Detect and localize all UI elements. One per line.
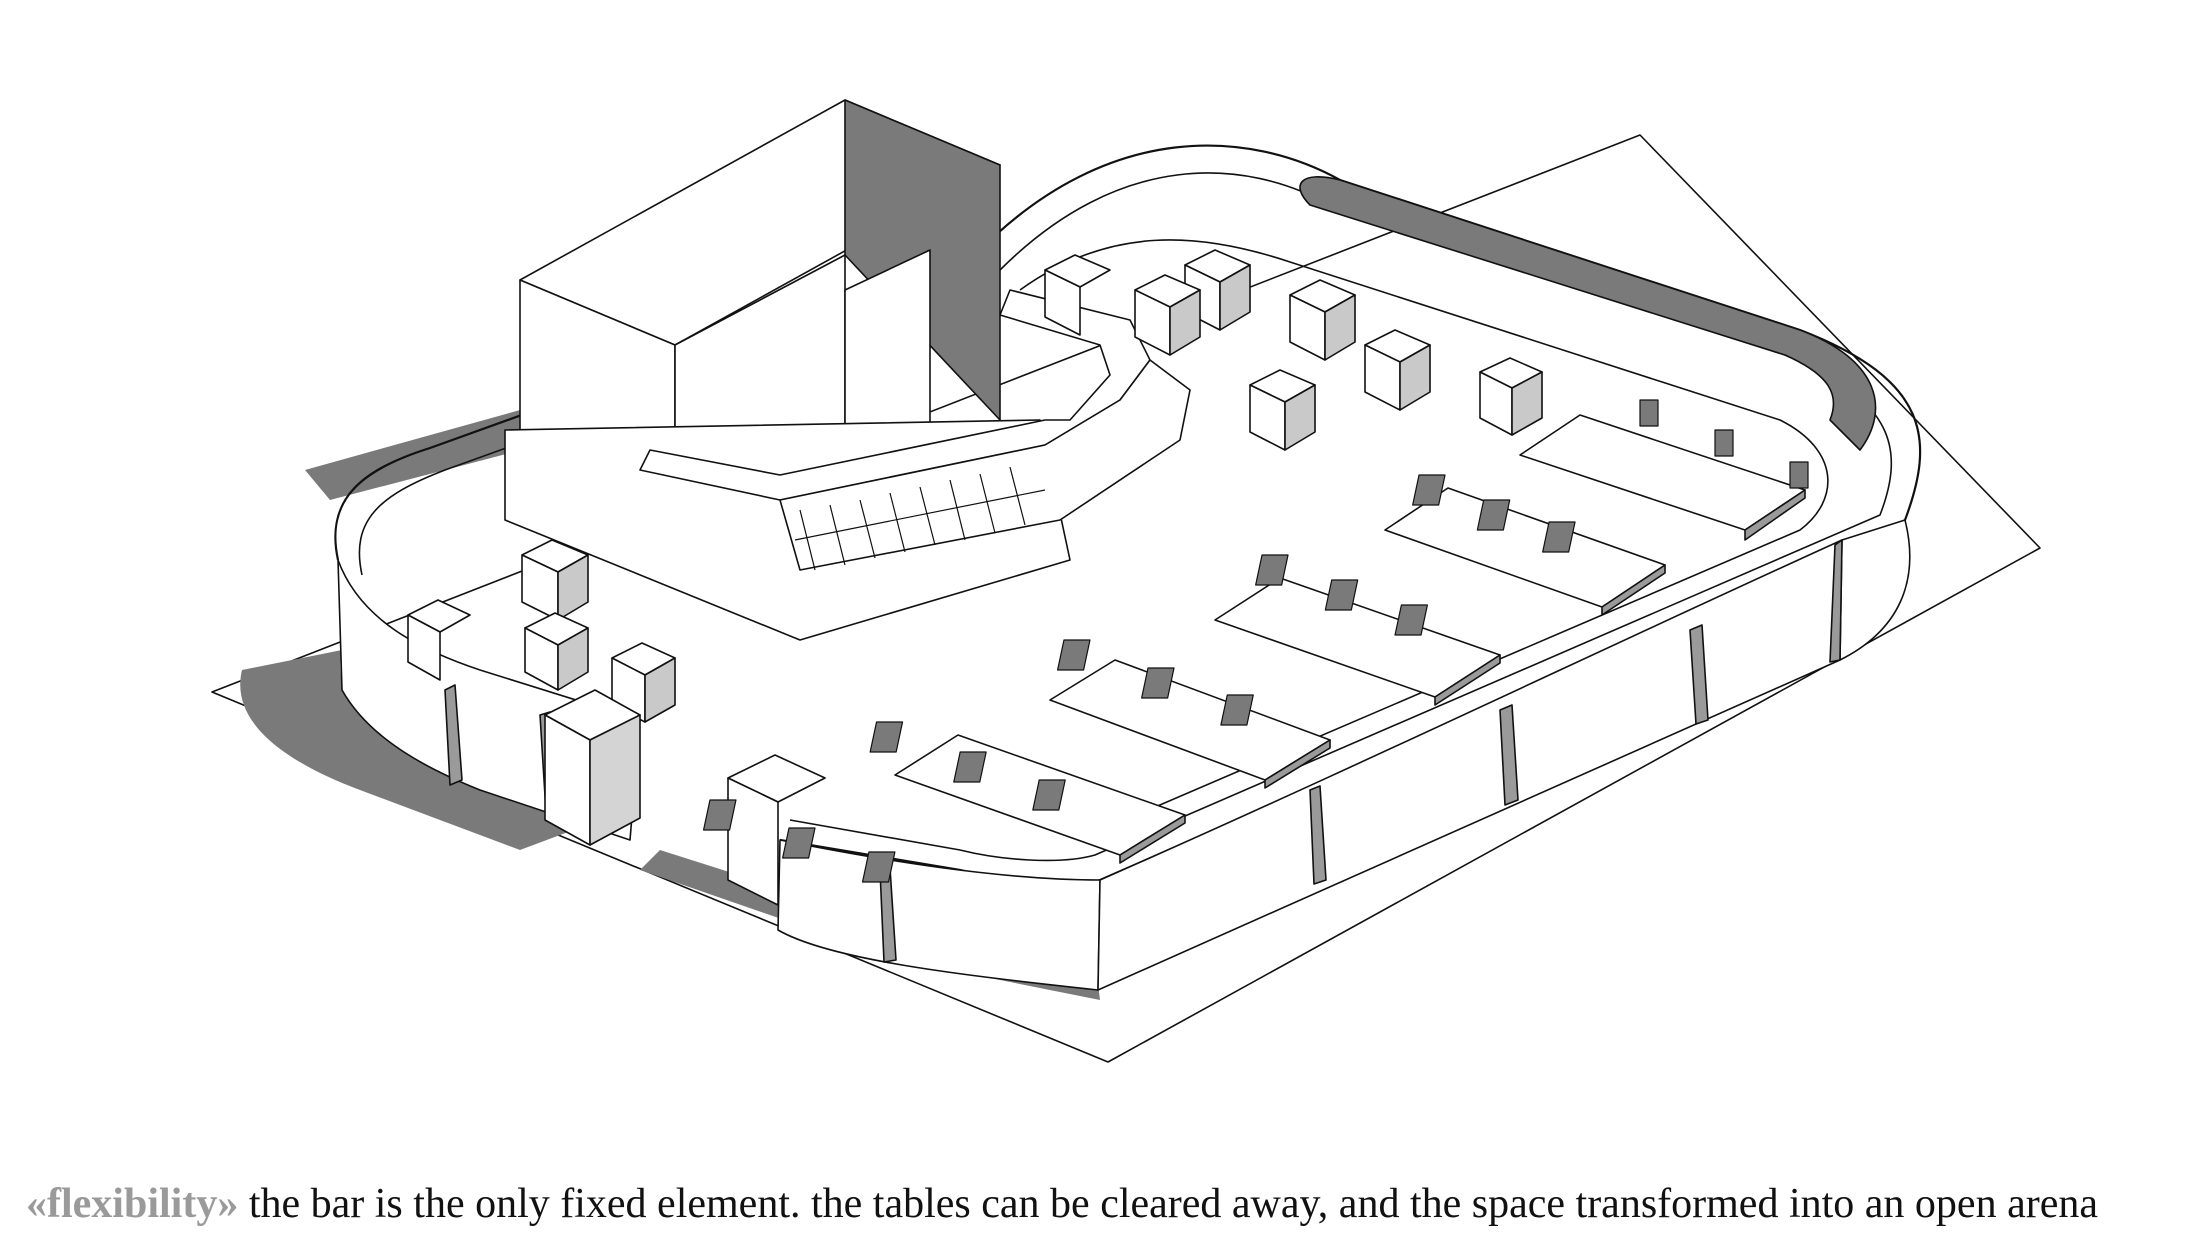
chair <box>1142 668 1174 698</box>
chair <box>1790 462 1808 488</box>
inner-floor-curb <box>1020 240 1828 835</box>
chair <box>863 852 895 882</box>
dining-table <box>1050 660 1330 788</box>
chair <box>1715 430 1733 456</box>
chair <box>1221 695 1253 725</box>
back-wall-shadow <box>1300 177 1876 450</box>
bar-counter <box>640 290 1190 570</box>
caption-keyword: «flexibility» <box>26 1181 239 1227</box>
cube-stool <box>1250 370 1315 450</box>
wall-face-right-end <box>1840 520 1910 660</box>
cube-stool <box>525 613 588 690</box>
chair <box>783 828 815 858</box>
chair <box>1325 580 1357 610</box>
wall-face-right <box>1098 540 1842 990</box>
chair <box>1033 780 1065 810</box>
chair <box>1256 555 1288 585</box>
dining-table <box>1215 578 1500 705</box>
cube-stools <box>408 250 1542 722</box>
chair <box>1477 500 1509 530</box>
chair <box>1640 400 1658 426</box>
chair <box>1395 605 1427 635</box>
bar-counter-front <box>780 360 1190 570</box>
chair <box>1058 640 1090 670</box>
entrance-piers <box>545 690 825 905</box>
dining-table <box>1520 415 1805 540</box>
cube-stool <box>1365 330 1430 410</box>
chair <box>870 722 902 752</box>
cube-stool <box>1480 358 1542 435</box>
cube-stool <box>408 600 470 680</box>
bar-stools <box>795 467 1045 570</box>
caption: «flexibility» the bar is the only fixed … <box>26 1178 2186 1230</box>
chair <box>1543 522 1575 552</box>
chair <box>954 752 986 782</box>
chair <box>1413 475 1445 505</box>
cube-stool <box>1135 275 1200 355</box>
cube-stool <box>1045 255 1110 335</box>
chair <box>704 800 736 830</box>
cube-stool <box>522 540 588 620</box>
outer-wall <box>335 146 1920 990</box>
cube-stool <box>1290 280 1355 360</box>
caption-text: the bar is the only fixed element. the t… <box>238 1181 2098 1227</box>
chairs <box>704 400 1808 882</box>
